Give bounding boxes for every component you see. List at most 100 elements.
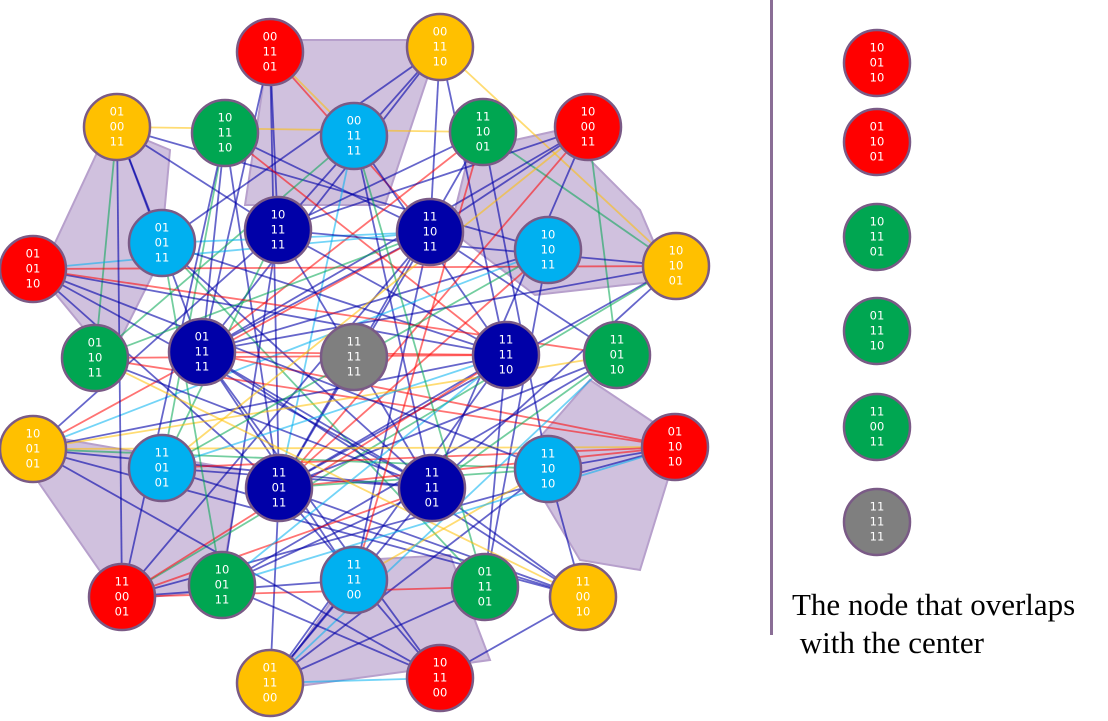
node-n04-code-line-3: 11 [347,144,362,158]
node-n28-code-line-2: 00 [576,590,591,604]
node-n18-circle [0,414,68,484]
node-n02-code-line-1: 01 [110,105,125,119]
node-n02-circle [82,92,152,162]
node-n19-circle [127,433,197,503]
edge-n03-n09 [224,132,431,233]
node-n25-code-line-3: 11 [215,593,230,607]
node-n11-code-line-2: 01 [26,262,41,276]
node-n22-code-line-2: 11 [425,481,440,495]
edge-n06-n22 [431,126,589,489]
edge-n13-n22 [94,357,433,489]
node-n04-code-line-1: 00 [347,114,362,128]
node-n15-code-line-2: 11 [347,350,362,364]
node-n11-code-line-3: 10 [26,277,41,291]
edge-n06-n17 [587,126,618,356]
node-n01-code-line-1: 00 [433,25,448,39]
edge-n23-n29 [269,468,549,684]
node-n23-code-line-3: 10 [541,477,556,491]
edge-n03-n19 [161,132,226,469]
node-n06-code-line-2: 00 [581,120,596,134]
edge-n17-n21 [278,354,618,489]
node-n17-code-line-1: 11 [610,333,625,347]
node-n07-code-line-3: 11 [155,251,170,265]
node-n30-code-line-2: 11 [433,671,448,685]
node-n06-code-line-3: 11 [581,135,596,149]
edge-n00-n21 [269,51,280,489]
edge-n11-n23 [32,268,549,470]
node-n26-code-line-1: 11 [347,558,362,572]
node-n05-circle [448,97,518,167]
vertical-divider [770,0,773,635]
node-n28-code-line-1: 11 [576,575,591,589]
node-n17-circle [582,320,652,390]
legend-node-5-circle [842,392,912,462]
legend-node-2-circle [842,107,912,177]
node-n25-circle [187,550,257,620]
node-n15-circle [319,322,389,392]
legend-node-6-circle [842,487,912,557]
legend-node-1-code-line-2: 01 [870,56,885,70]
edge-n07-n25 [161,242,223,586]
node-n25-code-line-1: 10 [215,563,230,577]
edge-n05-n12 [482,131,677,267]
node-n19-code-line-3: 01 [155,476,170,490]
edge-n16-n29 [269,354,507,684]
node-n08-code-line-2: 11 [271,223,286,237]
edge-n14-n28 [201,351,584,598]
edge-n09-n26 [353,231,431,581]
legend-node-1-code-line-3: 10 [870,71,885,85]
node-n05-code-line-1: 11 [476,110,491,124]
edge-n06-n14 [201,126,589,353]
node-n19-code-line-1: 11 [155,446,170,460]
node-n14-code-line-3: 11 [195,360,210,374]
node-n28-circle [548,562,618,632]
node-n05-code-line-2: 10 [476,125,491,139]
edge-n03-n16 [224,132,507,356]
node-n30-code-line-3: 00 [433,686,448,700]
legend-node-2-code-line-1: 01 [870,120,885,134]
node-n10-code-line-1: 10 [541,228,556,242]
edge-n08-n12 [277,229,677,267]
node-n08-circle [243,195,313,265]
legend-node-6-code-line-3: 11 [870,530,885,544]
node-n12-circle [641,231,711,301]
node-n23-code-line-2: 10 [541,462,556,476]
node-n21-code-line-3: 11 [272,496,287,510]
edge-n21-n28 [278,487,584,598]
edge-n02-n05 [116,126,484,133]
edge-n23-n26 [353,468,549,581]
node-n05-code-line-3: 01 [476,140,491,154]
edge-n08-n25 [221,229,279,586]
edge-n03-n21 [224,132,280,489]
edge-n14-n20 [201,351,676,448]
node-n29-code-line-3: 00 [263,691,278,705]
node-n27-code-line-2: 11 [478,580,493,594]
node-n17-code-line-2: 01 [610,348,625,362]
node-n09-code-line-1: 11 [423,210,438,224]
node-n08-code-line-3: 11 [271,238,286,252]
node-n17-code-line-3: 10 [610,363,625,377]
node-n18-code-line-2: 01 [26,442,41,456]
edge-n04-n21 [278,135,355,489]
edge-n24-n27 [121,586,486,598]
node-n15-code-line-3: 11 [347,365,362,379]
node-n07-code-line-1: 01 [155,221,170,235]
node-n15-code-line-1: 11 [347,335,362,349]
